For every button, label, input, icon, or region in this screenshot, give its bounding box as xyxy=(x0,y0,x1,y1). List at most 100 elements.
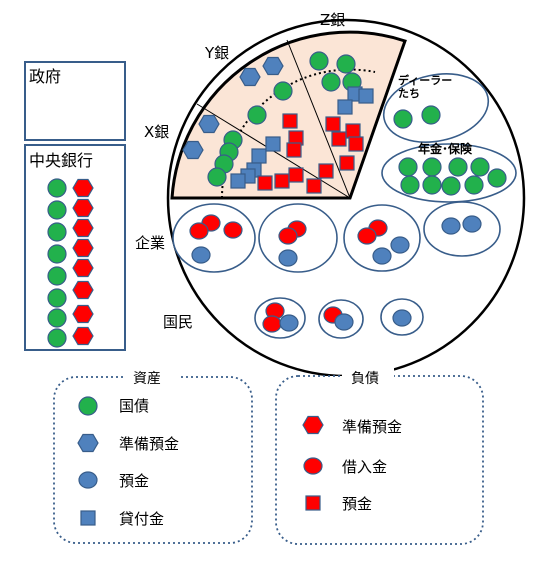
company-4 xyxy=(423,201,501,257)
reserve-deposit-liability-icon xyxy=(72,280,94,300)
government-bond-icon xyxy=(336,54,356,74)
reserve-deposit-liability-icon xyxy=(72,304,94,324)
reserve-deposit-liability-icon xyxy=(72,238,94,258)
government-label: 政府 xyxy=(29,67,61,86)
borrowing-icon xyxy=(223,221,243,239)
government-box: 政府 xyxy=(24,61,126,141)
deposit-liability-icon xyxy=(257,175,273,191)
legend-liabilities-item-1: 借入金 xyxy=(342,458,387,476)
legend-deposit-icon xyxy=(78,471,98,489)
deposit-liability-icon xyxy=(325,116,341,132)
central-bank-box: 中央銀行 xyxy=(24,144,126,351)
company-2 xyxy=(258,203,338,273)
deposit-icon xyxy=(279,314,299,332)
loan-icon xyxy=(230,173,246,189)
deposit-icon xyxy=(372,247,392,265)
deposit-icon xyxy=(441,217,461,235)
government-bond-icon xyxy=(470,157,490,177)
deposit-icon xyxy=(392,309,412,327)
government-bond-icon xyxy=(47,244,67,264)
government-bond-icon xyxy=(422,175,442,195)
government-bond-icon xyxy=(47,308,67,328)
reserve-deposit-icon xyxy=(262,56,284,76)
legend-liabilities: 負債 準備預金 借入金 預金 xyxy=(275,366,484,545)
government-bond-icon xyxy=(47,266,67,286)
deposit-liability-icon xyxy=(339,155,355,171)
citizens-label: 国民 xyxy=(163,313,193,331)
bank-y-label: Y銀 xyxy=(204,44,229,62)
deposit-liability-icon xyxy=(288,167,304,183)
legend-assets-item-3: 貸付金 xyxy=(119,510,164,528)
legend-liabilities-item-0: 準備預金 xyxy=(342,418,402,436)
legend-assets-title: 資産 xyxy=(133,371,161,387)
bank-z-label: Z銀 xyxy=(320,11,345,29)
companies-label: 企業 xyxy=(135,234,165,252)
dealers-label-line2: たち xyxy=(398,87,420,100)
legend-reserve-deposit-liability-icon xyxy=(302,415,324,435)
deposit-icon xyxy=(278,249,298,267)
government-bond-icon xyxy=(448,157,468,177)
reserve-deposit-icon xyxy=(239,67,261,87)
reserve-deposit-liability-icon xyxy=(72,198,94,218)
legend-reserve-deposit-icon xyxy=(77,433,99,453)
deposit-icon xyxy=(462,215,482,233)
deposit-icon xyxy=(191,246,211,264)
deposit-liability-icon xyxy=(306,178,322,194)
citizen-3 xyxy=(380,298,424,336)
government-bond-icon xyxy=(464,175,484,195)
government-bond-icon xyxy=(321,72,341,92)
government-bond-icon xyxy=(47,200,67,220)
reserve-deposit-liability-icon xyxy=(72,258,94,278)
reserve-deposit-icon xyxy=(182,140,204,160)
citizen-2 xyxy=(318,299,364,339)
government-bond-icon xyxy=(421,105,441,125)
borrowing-icon xyxy=(357,227,377,245)
government-bond-icon xyxy=(247,105,267,125)
deposit-liability-icon xyxy=(348,136,364,152)
reserve-deposit-icon xyxy=(198,114,220,134)
pension-insurance-group: 年金･保険 xyxy=(381,141,517,203)
borrowing-icon xyxy=(262,315,282,333)
government-bond-icon xyxy=(398,157,418,177)
government-bond-icon xyxy=(47,288,67,308)
legend-assets-item-1: 準備預金 xyxy=(119,435,179,453)
government-bond-icon xyxy=(47,178,67,198)
legend-assets-item-0: 国債 xyxy=(119,397,149,415)
legend-loan-icon xyxy=(80,510,96,526)
central-bank-liabilities xyxy=(72,178,94,346)
deposit-icon xyxy=(334,313,354,331)
dealers-label-line1: ディーラー xyxy=(398,73,452,87)
government-bond-icon xyxy=(422,157,442,177)
government-bond-icon xyxy=(400,175,420,195)
company-1 xyxy=(172,203,256,273)
deposit-liability-icon xyxy=(282,113,298,129)
government-bond-icon xyxy=(441,176,461,196)
government-bond-icon xyxy=(487,168,507,188)
government-bond-icon xyxy=(273,81,293,101)
government-bond-icon xyxy=(47,222,67,242)
legend-liabilities-item-2: 預金 xyxy=(342,495,372,513)
legend-government-bond-icon xyxy=(78,396,98,416)
government-bond-icon xyxy=(393,109,413,129)
loan-icon xyxy=(337,99,353,115)
deposit-liability-icon xyxy=(345,123,361,139)
reserve-deposit-liability-icon xyxy=(72,178,94,198)
deposit-liability-icon xyxy=(318,163,334,179)
citizen-1 xyxy=(254,297,306,339)
reserve-deposit-liability-icon xyxy=(72,326,94,346)
borrowing-icon xyxy=(278,227,298,245)
government-bond-icon xyxy=(47,328,67,348)
deposit-icon xyxy=(390,236,410,254)
deposit-liability-icon xyxy=(286,142,302,158)
legend-deposit-liability-icon xyxy=(305,495,321,511)
dealers-label: ディーラー たち xyxy=(398,73,456,100)
reserve-deposit-liability-icon xyxy=(72,218,94,238)
government-bond-icon xyxy=(309,51,329,71)
pension-insurance-label: 年金･保険 xyxy=(418,141,473,156)
legend-borrowing-icon xyxy=(303,457,323,475)
government-bond-icon xyxy=(207,167,227,187)
legend-liabilities-title: 負債 xyxy=(351,371,379,387)
loan-icon xyxy=(251,148,267,164)
bank-x-label: X銀 xyxy=(144,123,169,141)
